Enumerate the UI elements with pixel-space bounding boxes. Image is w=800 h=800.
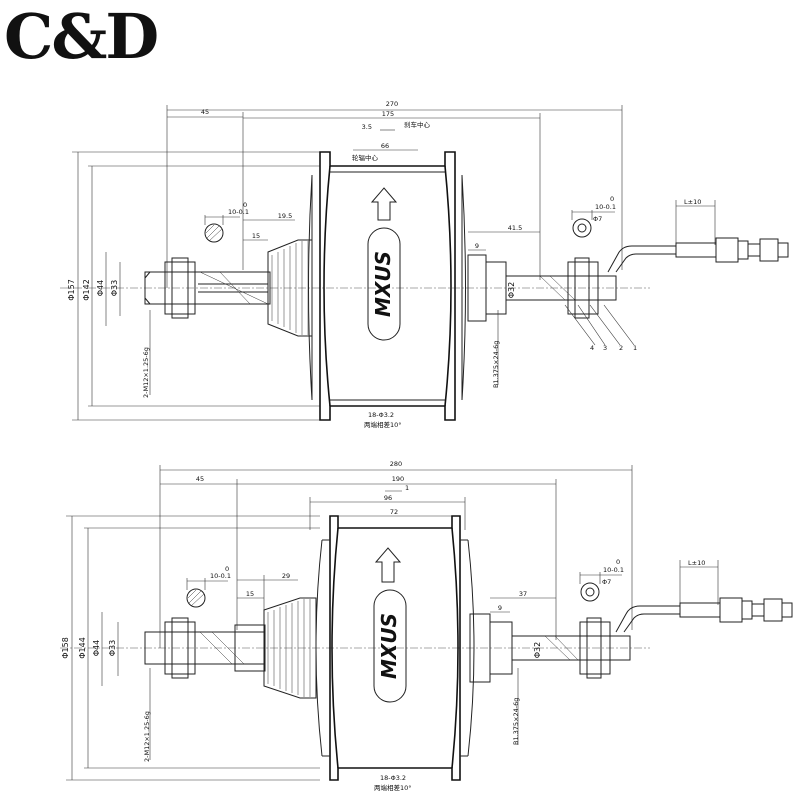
bottom-dia-right: Φ32 xyxy=(533,642,542,658)
bottom-left-flange: 29 xyxy=(282,572,290,580)
bottom-dia-outer: Φ158 xyxy=(61,637,70,659)
top-rim-note: 轮辐中心 xyxy=(352,153,379,162)
top-part-2: 2 xyxy=(619,344,623,352)
bottom-right-step: 37 xyxy=(519,590,527,598)
top-tol-right-upper: 0 xyxy=(610,195,614,203)
top-left-offset: 45 xyxy=(201,108,209,116)
top-dia-outer: Φ157 xyxy=(67,279,76,301)
bottom-cable-length: L±10 xyxy=(688,559,705,567)
bottom-spoke-note: 两端相差10° xyxy=(374,783,412,792)
bottom-dia-axle: Φ33 xyxy=(108,640,117,656)
top-part-3: 3 xyxy=(603,344,607,352)
top-overall-length: 270 xyxy=(386,100,398,108)
bottom-thread-right: B1.375×24-6g xyxy=(512,698,520,745)
bottom-dia-small: Φ44 xyxy=(92,640,101,656)
top-dia-small: Φ44 xyxy=(96,280,105,296)
logo-text: C&D xyxy=(4,4,157,64)
bottom-span-190: 190 xyxy=(392,475,404,483)
top-spoke-holes: 18-Φ3.2 xyxy=(368,411,394,419)
bottom-thread-left: 2-M12×1.25-6g xyxy=(143,711,151,762)
top-tol-right: 10-0.1 xyxy=(595,203,616,211)
top-hub-drawing: 270 45 175 刹车中心 3.5 66 轮辐中心 Φ157 Φ142 Φ4… xyxy=(60,100,789,429)
top-dia-mid: Φ142 xyxy=(82,279,91,301)
top-part-1: 1 xyxy=(633,344,637,352)
bottom-cable-dia: Φ7 xyxy=(602,578,611,586)
top-left-flange: 19.5 xyxy=(278,212,292,220)
top-thread-right: B1.375×24-6g xyxy=(492,341,500,388)
top-brake-note: 刹车中心 xyxy=(404,120,431,129)
top-dim-3-5: 3.5 xyxy=(362,123,372,131)
top-left-step: 15 xyxy=(252,232,260,240)
top-tol-left: 10-0.1 xyxy=(228,208,249,216)
top-dia-axle: Φ33 xyxy=(110,280,119,296)
bottom-tol-right-upper: 0 xyxy=(616,558,620,566)
bottom-spoke-holes: 18-Φ3.2 xyxy=(380,774,406,782)
top-thread-left: 2-M12×1.25-6g xyxy=(142,347,150,398)
bottom-inner-width: 72 xyxy=(390,508,398,516)
top-dim-175: 175 xyxy=(382,110,394,118)
bottom-tol-left: 10-0.1 xyxy=(210,572,231,580)
bottom-left-step: 15 xyxy=(246,590,254,598)
bottom-brand-mark: MXUS xyxy=(377,613,401,679)
cd-logo: C&D xyxy=(4,4,159,64)
bottom-rim-width: 96 xyxy=(384,494,392,502)
top-cable-dia: Φ7 xyxy=(593,215,602,223)
top-right-small: 9 xyxy=(475,242,479,250)
bottom-top-small: 1 xyxy=(405,484,409,492)
top-cable-length: L±10 xyxy=(684,198,701,206)
top-brand-mark: MXUS xyxy=(371,251,395,317)
bottom-tol-left-upper: 0 xyxy=(225,565,229,573)
bottom-tol-right: 10-0.1 xyxy=(603,566,624,574)
bottom-hub-drawing: 280 45 190 1 96 72 Φ158 Φ144 Φ44 Φ33 xyxy=(60,460,793,792)
top-tol-left-upper: 0 xyxy=(243,201,247,209)
top-right-step: 41.5 xyxy=(508,224,522,232)
bottom-left-offset: 45 xyxy=(196,475,204,483)
top-part-4: 4 xyxy=(590,344,594,352)
bottom-right-small: 9 xyxy=(498,604,502,612)
top-spoke-note: 两端相差10° xyxy=(364,420,402,429)
top-dia-right: Φ32 xyxy=(507,282,516,298)
bottom-overall-length: 280 xyxy=(390,460,402,468)
top-rim-width: 66 xyxy=(381,142,389,150)
bottom-dia-mid: Φ144 xyxy=(78,637,87,659)
